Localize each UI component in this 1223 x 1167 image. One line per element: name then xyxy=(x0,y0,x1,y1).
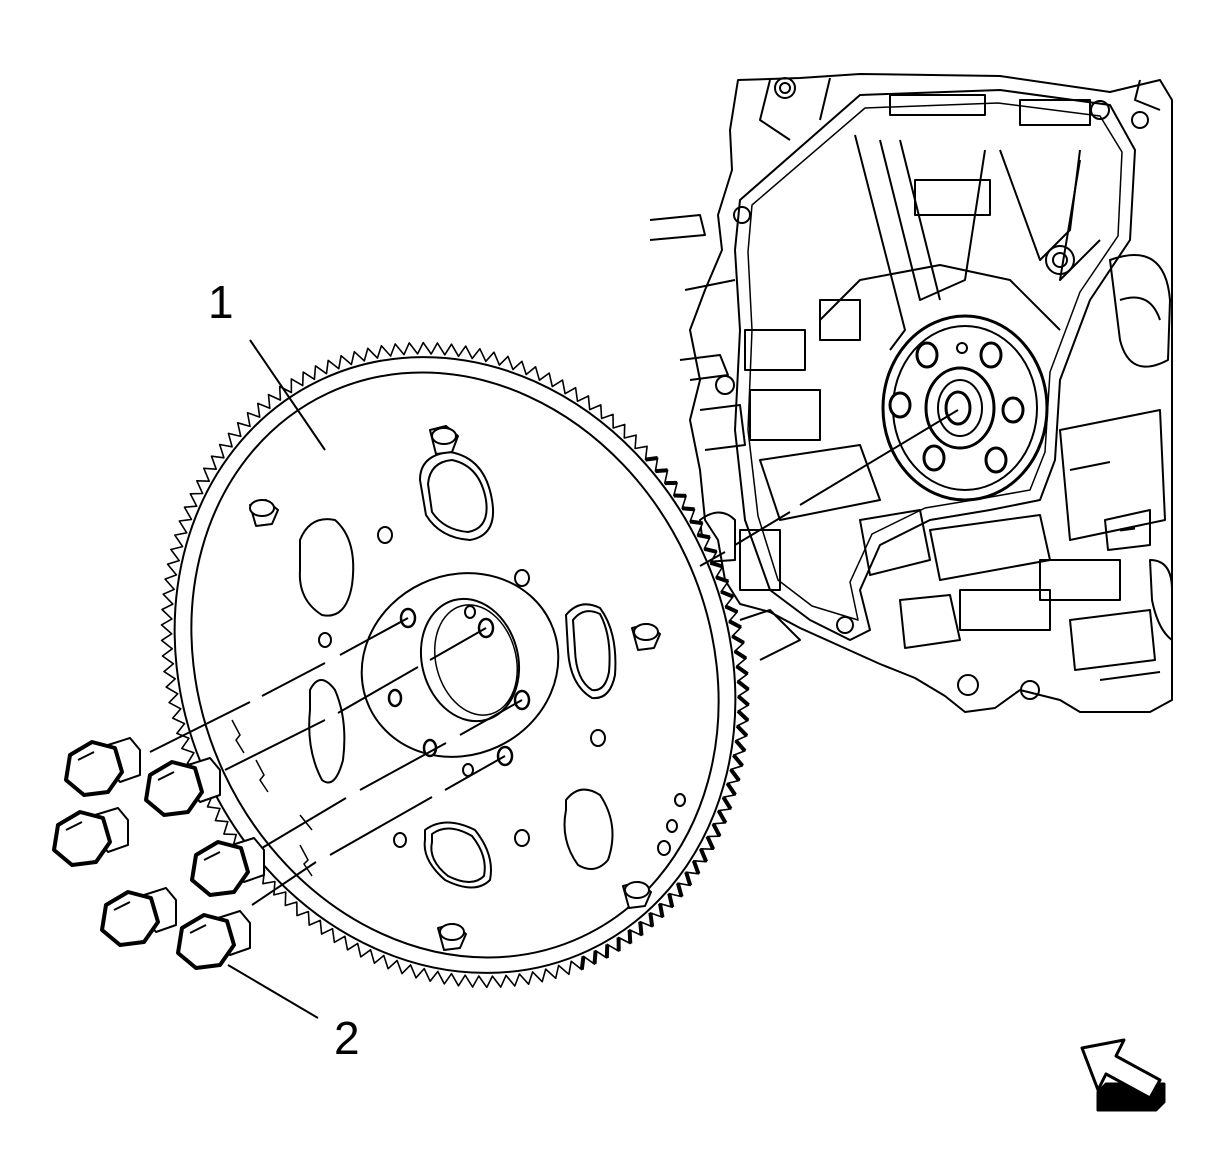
bolt xyxy=(52,807,129,867)
callout-number-1: 1 xyxy=(208,276,234,328)
bolt xyxy=(144,757,221,817)
callout-number-2: 2 xyxy=(334,1012,360,1064)
flywheel-bolts xyxy=(52,737,265,970)
bolt xyxy=(176,910,251,970)
callout-1: 1 xyxy=(208,276,326,451)
alignment-lines xyxy=(149,409,959,906)
gear-teeth-shadow xyxy=(579,456,750,970)
callout-2: 2 xyxy=(227,964,360,1064)
bolt xyxy=(100,887,177,947)
bolt xyxy=(190,837,265,897)
bolt xyxy=(64,737,141,797)
view-direction-arrow-icon xyxy=(1080,1038,1166,1112)
crankshaft-flange xyxy=(881,314,1049,502)
